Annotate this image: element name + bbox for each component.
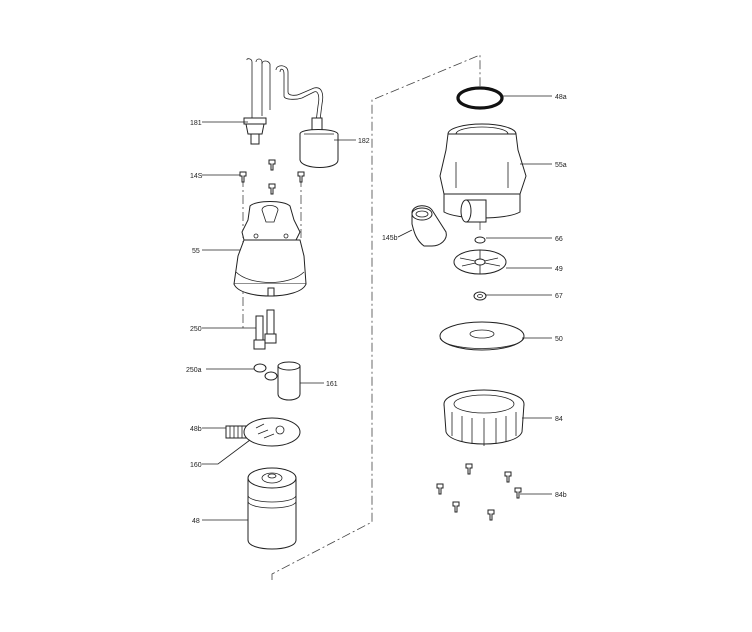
callout-250: 250 xyxy=(190,326,202,333)
callout-48: 48 xyxy=(192,518,200,525)
elbow-outlet-part xyxy=(411,205,447,247)
nut-lower-part xyxy=(473,291,487,301)
motor-housing-part xyxy=(247,467,297,550)
callout-14s: 14S xyxy=(190,173,203,180)
washer-part xyxy=(253,363,278,381)
motor-cover-part xyxy=(233,201,307,297)
callout-250a: 250a xyxy=(186,367,202,374)
callout-182: 182 xyxy=(358,138,370,145)
float-switch-part xyxy=(299,117,339,168)
callout-160: 160 xyxy=(190,462,202,469)
callout-50: 50 xyxy=(555,336,563,343)
strainer-base-part xyxy=(443,389,525,446)
terminal-plate-part xyxy=(243,417,301,447)
callout-161: 161 xyxy=(326,381,338,388)
capacitor-part xyxy=(277,361,301,401)
callout-48b: 48b xyxy=(190,426,202,433)
callout-48a: 48a xyxy=(555,94,567,101)
wear-plate-part xyxy=(439,321,525,351)
o-ring-part xyxy=(456,86,504,110)
callout-55: 55 xyxy=(192,248,200,255)
pump-housing-part xyxy=(439,123,527,223)
impeller-part xyxy=(453,249,507,275)
assembly-axis-line xyxy=(271,54,481,580)
terminal-block-part xyxy=(225,425,247,439)
callout-55a: 55a xyxy=(555,162,567,169)
bolts-part xyxy=(253,309,277,350)
screw-set-top xyxy=(239,159,305,195)
callout-66: 66 xyxy=(555,236,563,243)
cable-gland-part xyxy=(243,58,324,145)
leader-lines xyxy=(202,95,552,521)
base-screws-part xyxy=(436,463,522,521)
callout-145b: 145b xyxy=(382,235,398,242)
callout-49: 49 xyxy=(555,266,563,273)
callout-84b: 84b xyxy=(555,492,567,499)
nut-upper-part xyxy=(474,236,486,244)
callout-181: 181 xyxy=(190,120,202,127)
callout-84: 84 xyxy=(555,416,563,423)
callout-67: 67 xyxy=(555,293,563,300)
